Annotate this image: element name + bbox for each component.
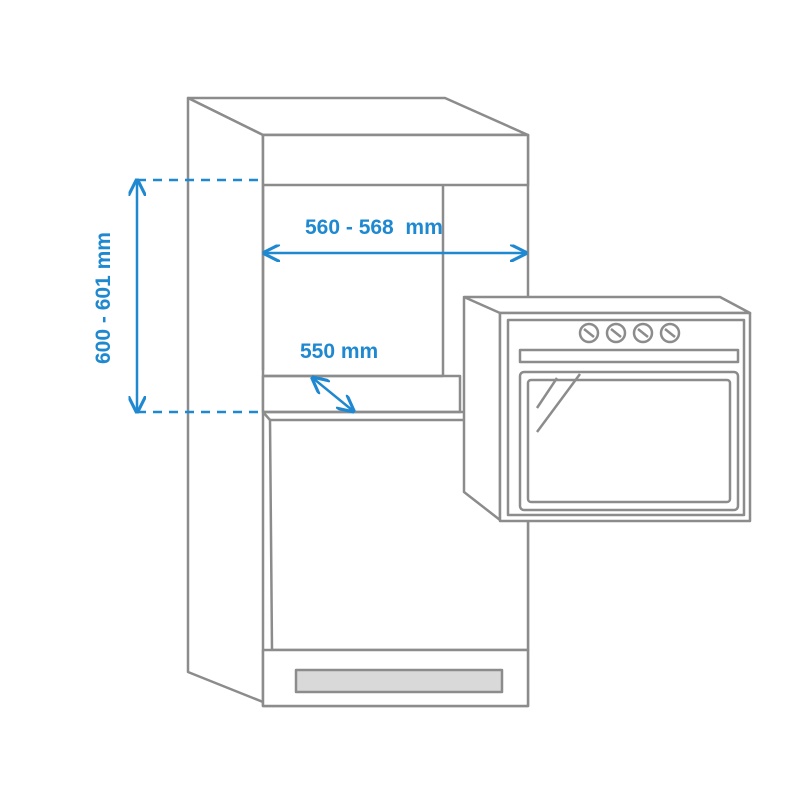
depth-arrow [314, 379, 352, 410]
oven-control-strip [518, 348, 740, 364]
dimension-labels: 560 - 568 mm 550 mm 600 - 601 mm [92, 216, 443, 364]
oven-knob-indicator [664, 328, 676, 338]
niche-shelf [261, 374, 462, 414]
oven-knobs [578, 322, 681, 344]
dimension-lines [137, 180, 524, 412]
oven-door-glass [526, 378, 732, 504]
oven-body-top-edge [463, 295, 501, 315]
plinth-handle [294, 668, 504, 694]
cabinet-side [186, 96, 275, 708]
oven-knob-indicator [583, 328, 595, 338]
glass-reflection [535, 373, 582, 433]
cabinet-top-rail [261, 133, 530, 187]
depth-label: 550 mm [300, 340, 378, 363]
width-label: 560 - 568 mm [305, 216, 443, 239]
door-left-edge [262, 411, 271, 421]
oven [462, 295, 752, 523]
oven-knob-indicator [610, 328, 622, 338]
height-label: 600 - 601 mm [92, 232, 115, 364]
glass-reflection [535, 377, 559, 409]
oven-knob-indicator [637, 328, 649, 338]
